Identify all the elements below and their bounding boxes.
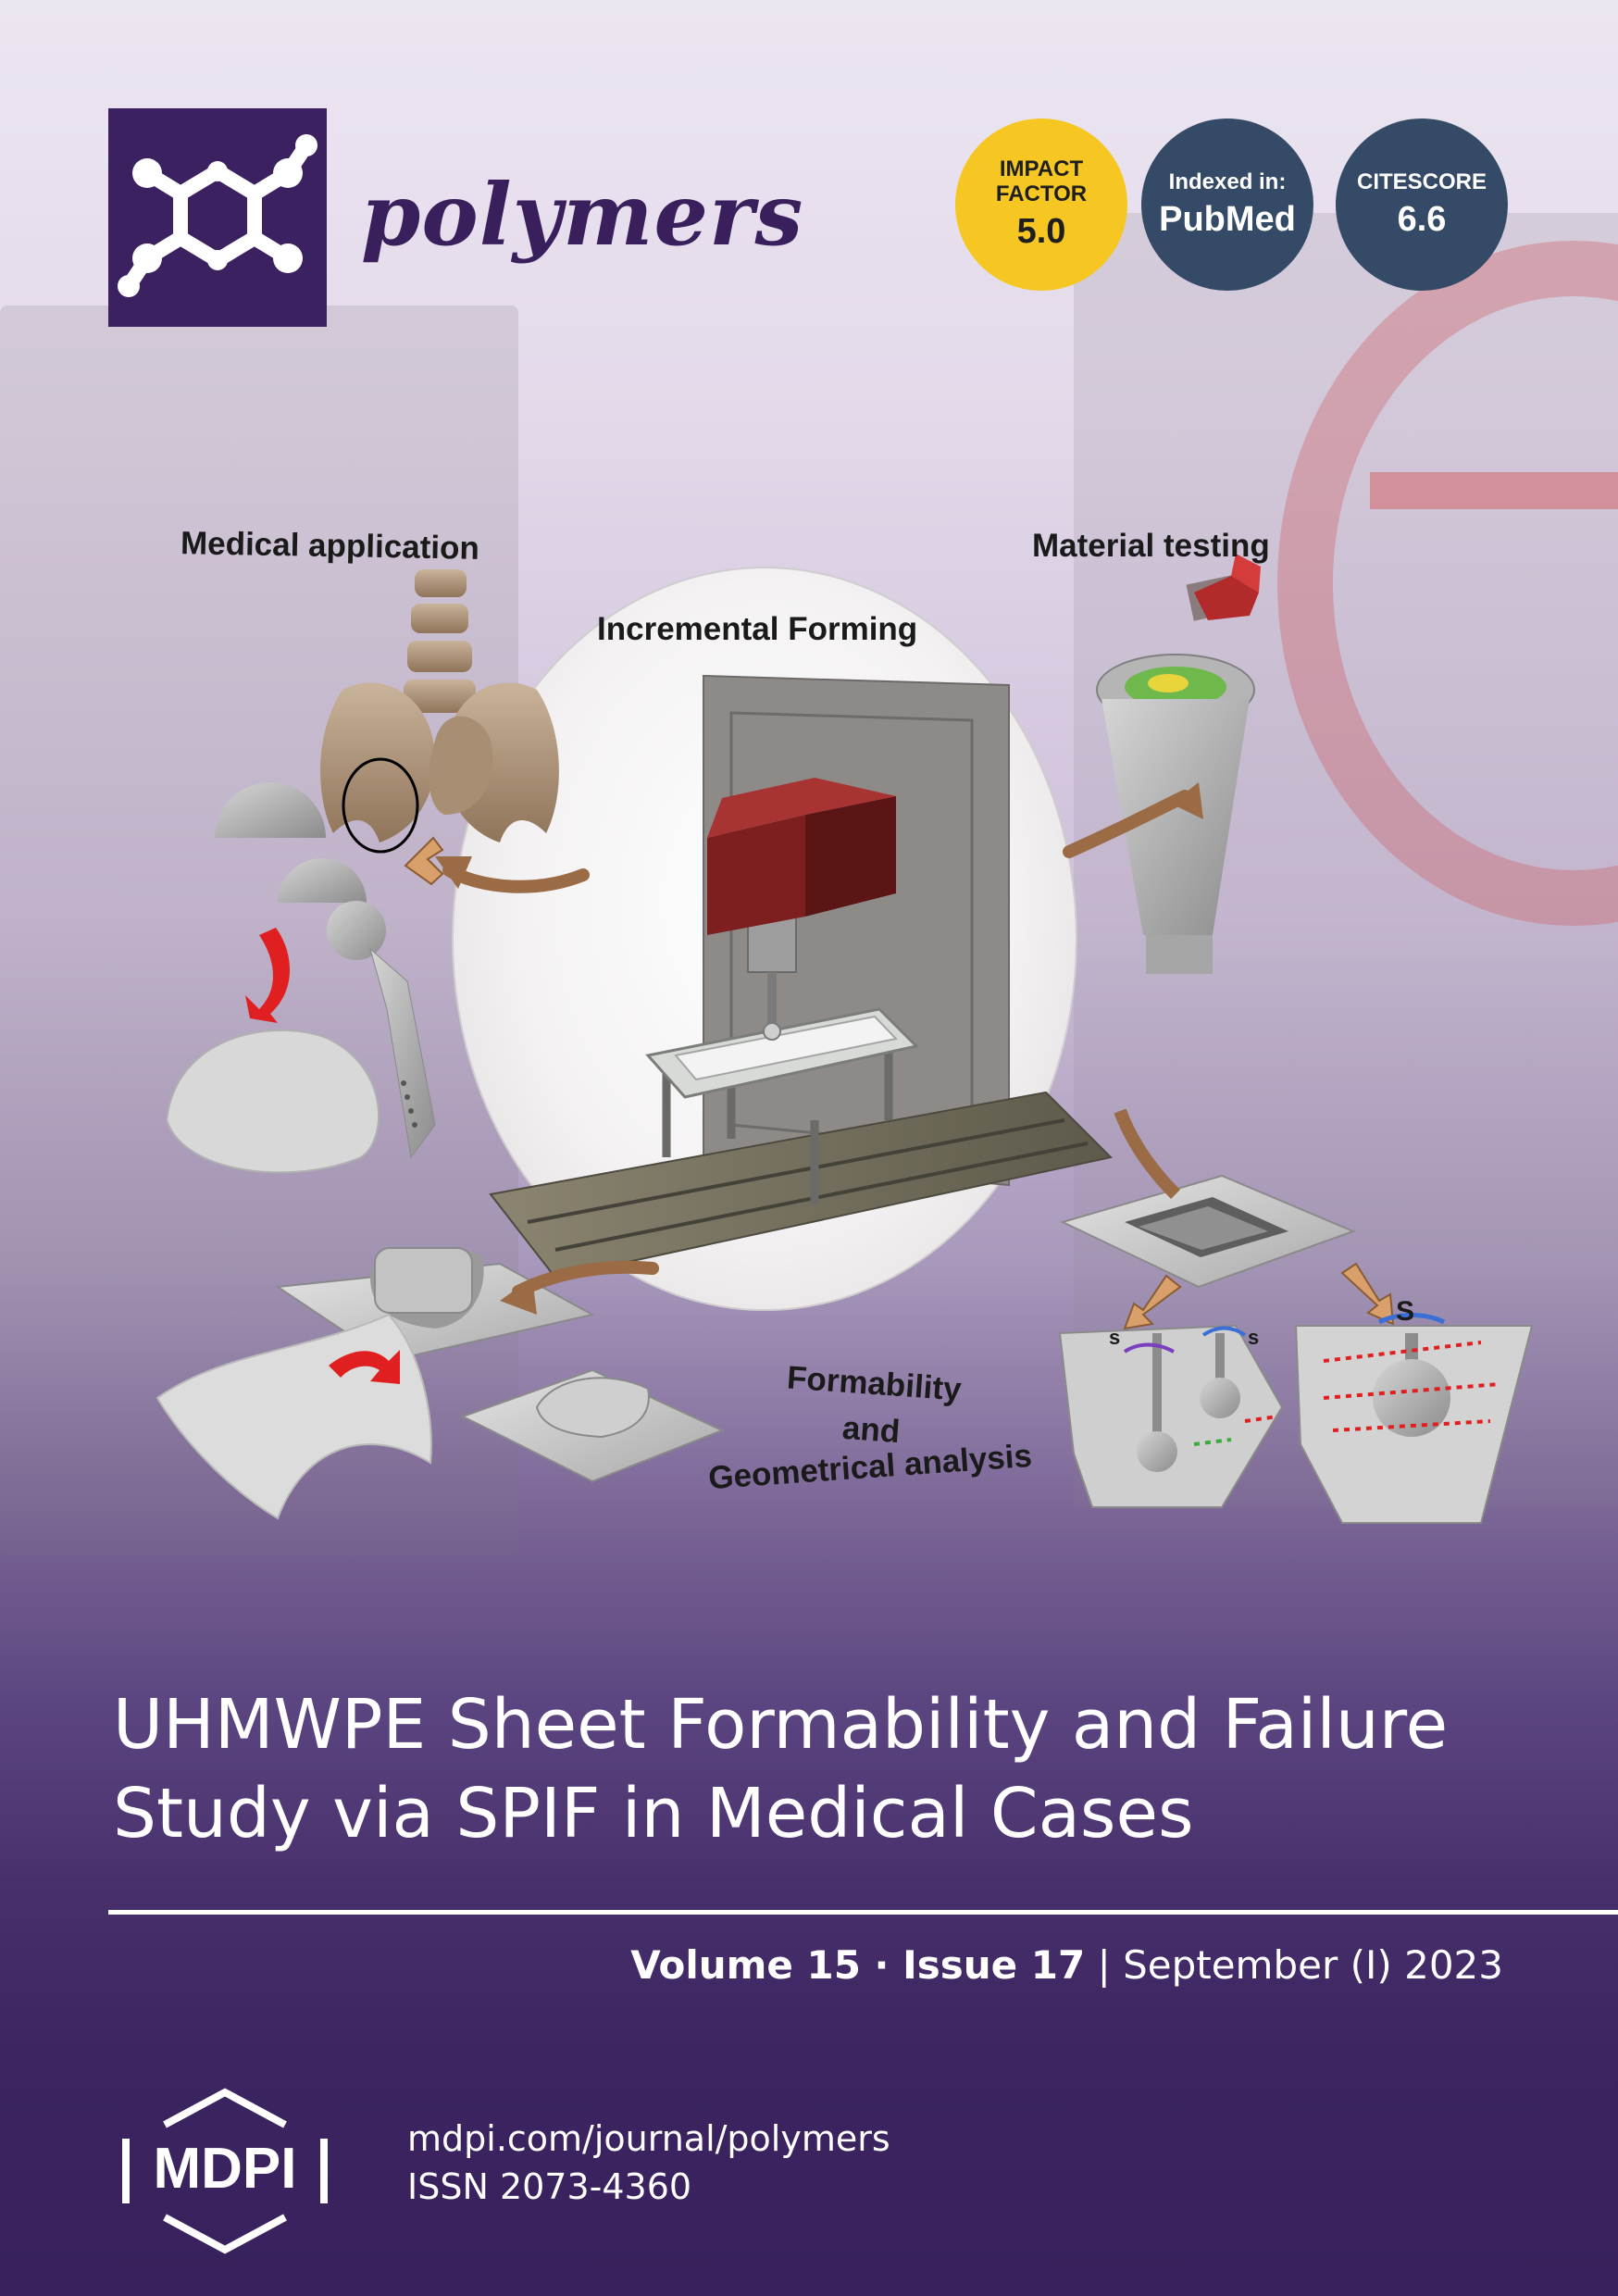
arrow-to-medical <box>435 856 472 889</box>
label-and: and <box>840 1409 902 1451</box>
title-line-2: Study via SPIF in Medical Cases <box>113 1774 1194 1853</box>
issue-date: September (I) 2023 <box>1123 1942 1503 1988</box>
formability-graphic <box>1058 1108 1534 1524</box>
journal-name: polymers <box>361 165 804 265</box>
impact-line1: IMPACT <box>999 156 1084 181</box>
pubmed-line1: Indexed in: <box>1168 168 1287 194</box>
background-red-bar <box>1370 472 1618 509</box>
journal-logo <box>108 108 327 327</box>
formed-parts-graphic <box>156 1247 725 1520</box>
impact-line2: FACTOR <box>995 181 1088 206</box>
label-s-big: S <box>1396 1296 1415 1327</box>
label-s-left: s <box>1109 1326 1121 1349</box>
issue-divider: | <box>1085 1942 1124 1988</box>
medical-application-graphic <box>165 569 559 1174</box>
mdpi-wordmark: MDPI <box>154 2137 297 2201</box>
arrow-to-material <box>1171 782 1203 819</box>
citescore-line1: CITESCORE <box>1356 168 1487 194</box>
impact-factor-badge: IMPACT FACTOR 5.0 <box>955 119 1127 291</box>
article-title: UHMWPE Sheet Formability and Failure Stu… <box>113 1680 1557 1858</box>
label-s-right: s <box>1248 1326 1260 1349</box>
pubmed-value: PubMed <box>1159 199 1296 239</box>
label-material-testing: Material testing <box>1032 528 1270 564</box>
issue-separator: · <box>860 1942 903 1988</box>
title-line-1: UHMWPE Sheet Formability and Failure <box>113 1685 1449 1765</box>
issn: ISSN 2073-4360 <box>407 2166 692 2207</box>
label-incremental-forming: Incremental Forming <box>597 611 918 647</box>
pubmed-badge: Indexed in: PubMed <box>1141 119 1313 291</box>
forming-machine <box>489 674 1114 1279</box>
volume: Volume 15 <box>630 1942 861 1988</box>
cover-illustration <box>156 554 1534 1524</box>
citescore-value: 6.6 <box>1397 199 1447 239</box>
title-divider <box>108 1910 1618 1915</box>
mdpi-hexagon-icon: MDPI <box>122 2088 328 2254</box>
material-testing-graphic <box>1096 554 1261 974</box>
molecule-icon <box>118 134 317 297</box>
journal-url[interactable]: mdpi.com/journal/polymers <box>407 2118 890 2159</box>
mdpi-logo: MDPI <box>109 2088 341 2254</box>
issue-info: Volume 15 · Issue 17 | September (I) 202… <box>630 1942 1503 1988</box>
citescore-badge: CITESCORE 6.6 <box>1336 119 1508 291</box>
impact-value: 5.0 <box>1016 212 1066 251</box>
label-medical-application: Medical application <box>180 525 480 567</box>
issue-number: Issue 17 <box>902 1942 1086 1988</box>
